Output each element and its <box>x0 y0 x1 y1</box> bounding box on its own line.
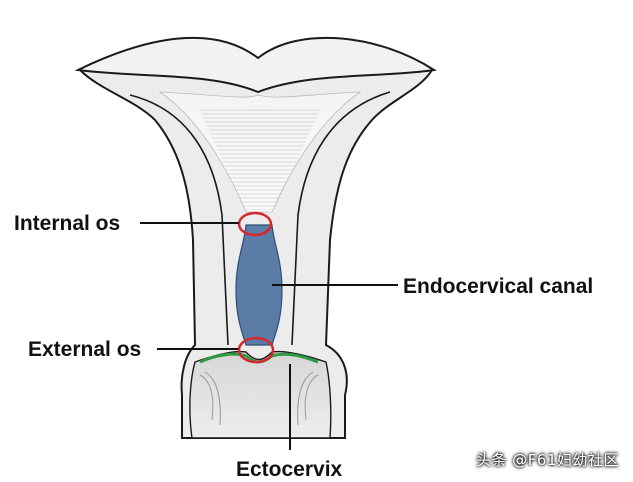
label-ectocervix: Ectocervix <box>236 458 343 481</box>
myometrium-left-contour <box>129 94 229 346</box>
label-endocervical-canal: Endocervical canal <box>403 275 593 298</box>
cavity-folds <box>200 106 320 210</box>
label-internal-os: Internal os <box>14 212 120 235</box>
vaginal-ridges <box>199 371 319 426</box>
myometrium-right-contour <box>291 91 391 346</box>
external-os-marker <box>237 336 275 364</box>
label-external-os: External os <box>28 338 141 361</box>
vaginal-fornix <box>189 350 332 439</box>
fundus-rim <box>74 36 437 94</box>
watermark-text: 头条 @F61妇幼社区 <box>476 451 619 469</box>
